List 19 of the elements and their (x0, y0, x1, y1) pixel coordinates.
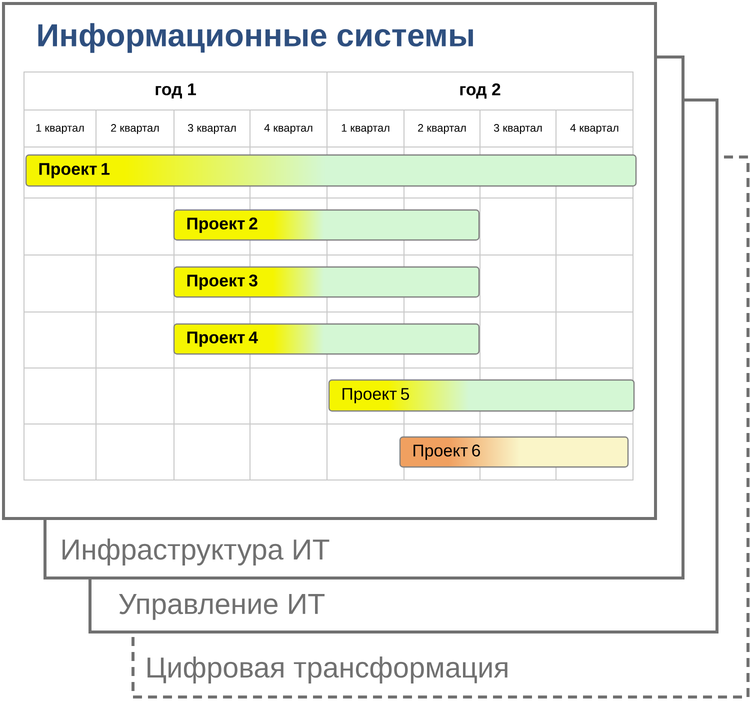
node-text: Цифровая трансформация (148, 656, 508, 684)
column-header: 2 квартал (418, 124, 466, 134)
column-header: 1 квартал (342, 124, 390, 134)
project-bar: Проект 2 (173, 209, 480, 241)
column-header: 1 квартал (36, 124, 84, 134)
project-bar: Проект 1 (25, 154, 637, 187)
node-text: Инфраструктура ИТ (62, 538, 330, 566)
column-header: год 1 (156, 83, 196, 98)
column-header: 2 квартал (111, 124, 159, 134)
node-text: Управление ИТ (118, 594, 325, 620)
project-bar: Проект 5 (328, 379, 635, 412)
column-header: 3 квартал (188, 124, 236, 134)
project-bar: Проект 4 (173, 323, 480, 355)
project-bar: Проект 3 (173, 266, 480, 298)
column-header: 3 квартал (494, 124, 542, 134)
column-header: год 2 (460, 83, 500, 99)
project-bar: Проект 6 (399, 436, 629, 468)
column-header: 4 квартал (570, 124, 618, 134)
column-header: 4 квартал (264, 124, 312, 134)
